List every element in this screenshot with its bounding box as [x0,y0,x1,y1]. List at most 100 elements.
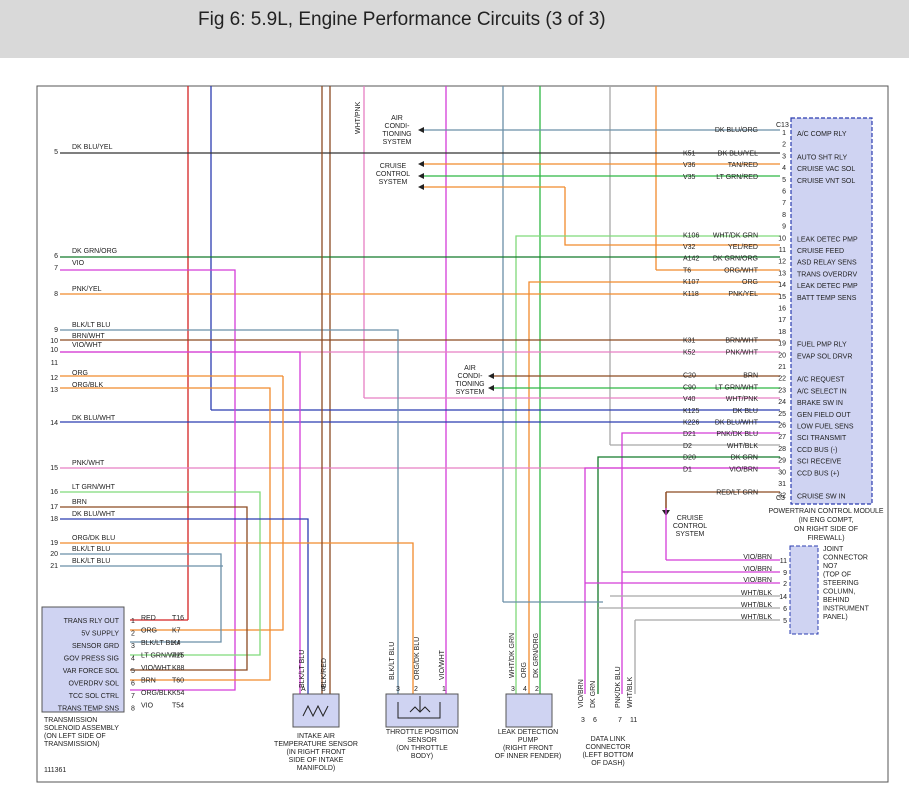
pcm-circuit-id: K226 [683,420,699,427]
pcm-pin-number: 15 [778,294,786,301]
transmission-wire: RED [141,615,156,622]
joint-caption-line: INSTRUMENT [823,606,870,613]
left-wire-color: VIO [72,260,85,267]
joint-caption-line: STEERING [823,580,859,587]
pcm-circuit-id: K107 [683,279,699,286]
transmission-pin: 2 [131,631,135,638]
pcm-pin-number: 18 [778,329,786,336]
left-terminal-number: 20 [50,551,58,558]
pcm-wire-color: PNK/DK BLU [716,431,758,438]
transmission-caption-line: SOLENOID ASSEMBLY [44,725,119,732]
transmission-pin: 6 [131,681,135,688]
pcm-circuit-id: V40 [683,396,696,403]
left-terminal-number: 14 [50,420,58,427]
cruise-system-bottom-label: CONTROL [673,523,707,530]
pcm-pin-label: CRUISE VAC SOL [797,166,855,173]
pcm-pin-label: CCD BUS (+) [797,470,839,477]
vertical-wire-label: WHT/PNK [355,101,362,134]
pcm-wire-color: LT GRN/WHT [715,384,759,391]
pcm-pin-number: 29 [778,458,786,465]
pcm-pin-number: 7 [782,200,786,207]
tps-pin: 3 [396,686,400,693]
pcm-caption-line: ON RIGHT SIDE OF [794,526,858,533]
left-terminal-number: 8 [54,291,58,298]
ac-system-mid-label: TIONING [455,381,484,388]
left-terminal-number: 10 [50,338,58,345]
joint-caption-line: PANEL) [823,614,848,621]
pcm-wire-color: YEL/RED [728,244,758,251]
transmission-circuit: K4 [172,640,181,647]
dlc-caption-line: OF DASH) [591,760,624,767]
figure-header: Fig 6: 5.9L, Engine Performance Circuits… [0,0,909,58]
leak-pump-pin: 2 [535,686,539,693]
transmission-circuit: T54 [172,703,184,710]
diagram-frame [36,85,889,783]
joint-wire-label: VIO/BRN [743,554,772,561]
pcm-circuit-id: C90 [683,384,696,391]
pcm-wire-color: WHT/DK GRN [713,232,758,239]
arrowhead [488,373,494,379]
left-wire-color: PNK/WHT [72,460,105,467]
pcm-wire-color: PNK/WHT [726,349,759,356]
left-wire-color: DK BLU/WHT [72,415,116,422]
tps-caption-line: THROTTLE POSITION [386,729,458,736]
leak-pump-caption-line: LEAK DETECTION [498,729,558,736]
leak-pump-caption-line: PUMP [518,737,539,744]
pcm-pin-number: 5 [782,177,786,184]
iat-caption-line: MANIFOLD) [297,765,336,772]
left-wire-color: BLK/LT BLU [72,546,110,553]
pcm-pin-number: 26 [778,423,786,430]
wire-path [60,506,248,671]
left-wire-color: PNK/YEL [72,286,102,293]
pcm-pin-number: 25 [778,411,786,418]
dlc-caption-line: CONNECTOR [586,744,631,751]
left-terminal-number: 13 [50,387,58,394]
left-terminal-number: 21 [50,563,58,570]
pcm-circuit-id: D2 [683,443,692,450]
pcm-pin-label: CRUISE FEED [797,248,844,255]
pcm-pin-label: LEAK DETEC PMP [797,283,858,290]
pcm-circuit-id: K31 [683,338,696,345]
arrowhead [488,385,494,391]
joint-pin-number: 6 [783,606,787,613]
pcm-pin-number: 10 [778,235,786,242]
leak-pump-pin: 4 [523,686,527,693]
iat-pin: B [321,686,326,693]
joint-caption-line: (TOP OF [823,572,851,579]
transmission-module [41,606,125,713]
joint-wire-label: WHT/BLK [741,602,772,609]
left-terminal-number: 11 [51,360,58,367]
pcm-wire-color: DK BLU/WHT [715,420,759,427]
dlc-pin: 3 [581,717,585,724]
joint-caption-line: NO7 [823,563,838,570]
transmission-circuit: T16 [172,615,184,622]
joint-wire-label: VIO/BRN [743,577,772,584]
pcm-pin-number: 32 [778,493,786,500]
left-terminal-number: 18 [50,516,58,523]
figure-id: 111361 [44,767,66,774]
transmission-row-label: OVERDRV SOL [69,681,120,688]
transmission-pin: 4 [131,656,135,663]
arrowhead [418,173,424,179]
pcm-pin-label: A/C REQUEST [797,377,845,384]
left-wire-color: BRN [72,499,87,506]
ac-system-mid-label: AIR [464,365,476,372]
joint-caption-line: CONNECTOR [823,555,868,562]
joint-wire-label: WHT/BLK [741,590,772,597]
vertical-wire-label: ORG/DK BLU [414,637,421,680]
cruise-system-bottom-label: SYSTEM [676,531,705,538]
left-wire-color: DK GRN/ORG [72,248,117,255]
pcm-pin-label: SCI TRANSMIT [797,435,847,442]
transmission-row-label: VAR FORCE SOL [63,668,119,675]
ac-system-top-label: AIR [391,115,403,122]
pcm-pin-label: AUTO SHT RLY [797,154,848,161]
pcm-wire-color: BRN [743,373,758,380]
tps-pin: 1 [442,686,446,693]
dlc-caption-line: (LEFT BOTTOM [582,752,633,759]
cruise-system-top-label: CONTROL [376,171,410,178]
pcm-circuit-id: T6 [683,267,691,274]
vertical-wire-label: BLK/LT BLU [389,642,396,680]
